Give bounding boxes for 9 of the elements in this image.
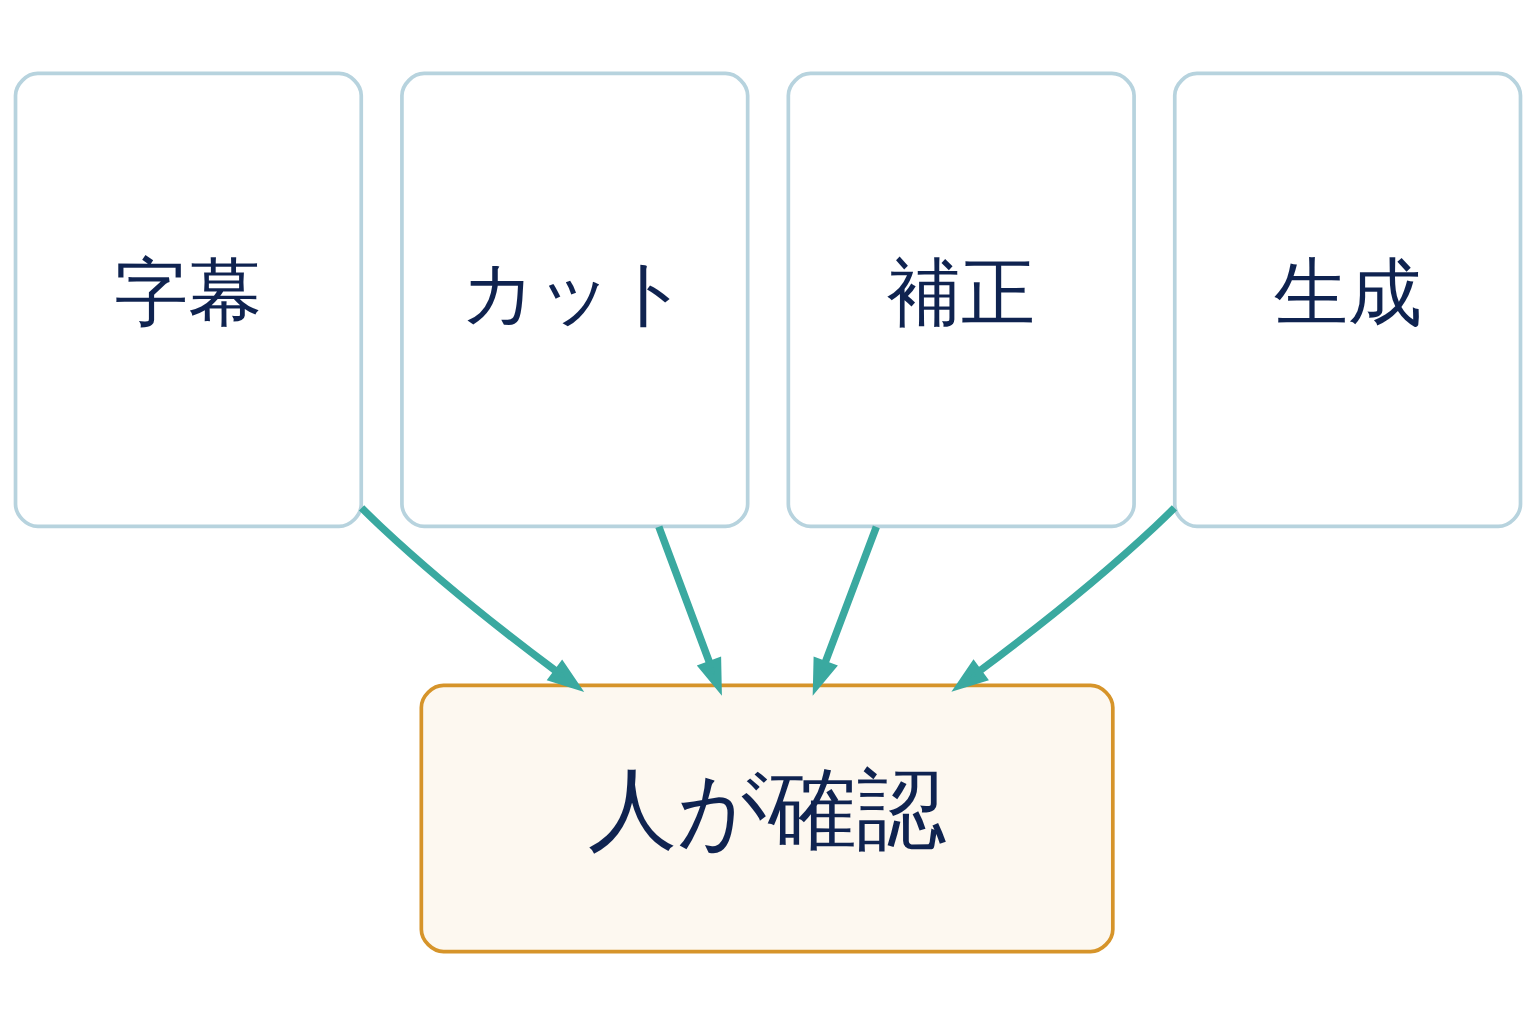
arrow xyxy=(358,504,585,692)
arrow xyxy=(951,504,1178,692)
node-box: 字幕 xyxy=(13,71,364,528)
node-box: 補正 xyxy=(786,71,1136,528)
node-box: カット xyxy=(400,71,750,528)
node-box: 生成 xyxy=(1172,71,1523,528)
arrow xyxy=(812,525,880,696)
node-box: 人が確認 xyxy=(419,683,1115,953)
arrow xyxy=(655,525,722,696)
